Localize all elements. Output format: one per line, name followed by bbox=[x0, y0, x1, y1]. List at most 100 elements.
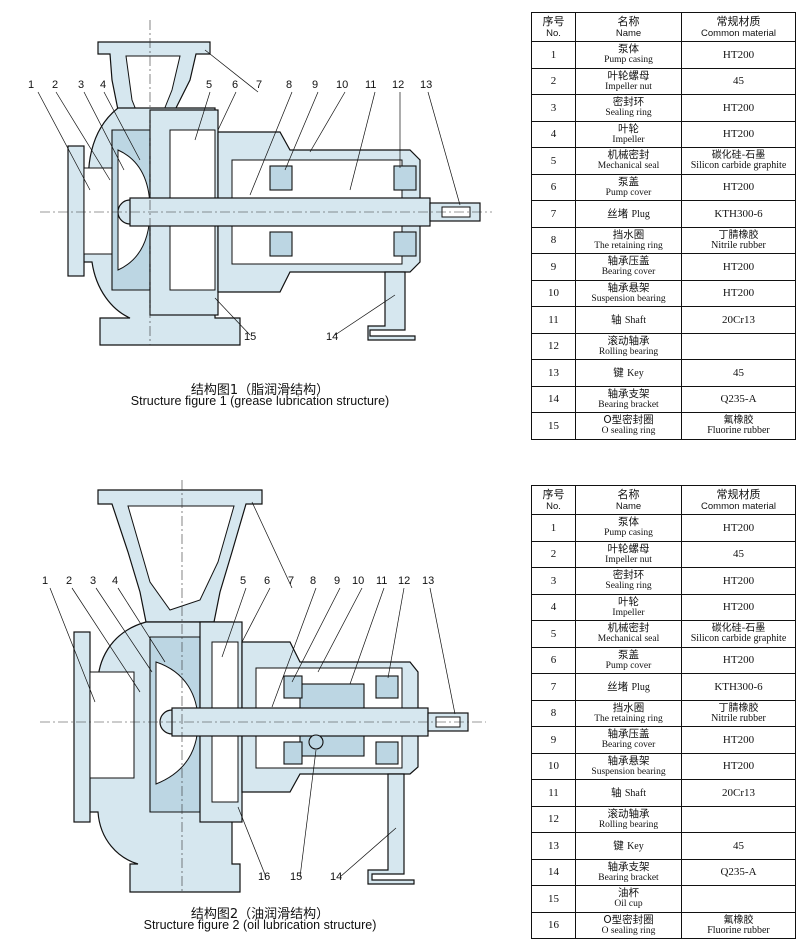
part-name-en: Mechanical seal bbox=[597, 634, 660, 645]
part-name-en: Oil cup bbox=[614, 899, 643, 910]
part-material-en: Fluorine rubber bbox=[707, 924, 770, 936]
part-material: HT200 bbox=[681, 94, 796, 122]
part-name-zh: 键 bbox=[613, 840, 624, 853]
part-name-en: The retaining ring bbox=[594, 713, 663, 724]
pump-drawing-grease: 1 2 3 4 5 6 7 8 9 10 11 12 13 14 15 bbox=[28, 20, 492, 346]
part-name-zh: 机械密封 bbox=[607, 622, 650, 635]
part-name-zh: 轴承支架 bbox=[607, 860, 650, 873]
part-material-zh: 丁腈橡胶 bbox=[718, 702, 759, 714]
callout-7: 7 bbox=[288, 575, 294, 587]
part-name-en: Plug bbox=[631, 682, 650, 694]
part-name-en: Impeller nut bbox=[605, 81, 652, 92]
header-material-en: Common material bbox=[701, 28, 776, 39]
part-number: 15 bbox=[531, 412, 576, 440]
part-name: 键 Key bbox=[575, 359, 682, 387]
part-number: 3 bbox=[531, 94, 576, 122]
part-name-en: Key bbox=[627, 841, 644, 853]
part-name-zh: 轴承压盖 bbox=[607, 728, 650, 741]
part-name-en: Rolling bearing bbox=[598, 819, 659, 830]
part-material: HT200 bbox=[681, 253, 796, 281]
callout-2: 2 bbox=[52, 79, 58, 91]
part-name-en: Impeller bbox=[612, 134, 645, 145]
callout-12: 12 bbox=[392, 79, 404, 91]
callout-14: 14 bbox=[330, 871, 342, 883]
header-material-en: Common material bbox=[701, 501, 776, 512]
part-number: 16 bbox=[531, 911, 576, 939]
part-name-en: Bearing bracket bbox=[598, 872, 659, 883]
callout-13: 13 bbox=[420, 79, 432, 91]
figure-1-caption: 结构图1（脂润滑结构） Structure figure 1 (grease l… bbox=[0, 384, 520, 407]
part-number: 1 bbox=[531, 41, 576, 69]
part-material-zh: 氟橡胶 bbox=[723, 914, 754, 926]
part-material-en: Nitrile rubber bbox=[711, 712, 766, 724]
part-name-zh: 轴承压盖 bbox=[607, 255, 650, 268]
header-no-en: No. bbox=[546, 501, 561, 512]
part-name: 丝堵 Plug bbox=[575, 673, 682, 701]
header-name-zh: 名称 bbox=[617, 15, 640, 28]
part-material: HT200 bbox=[681, 752, 796, 780]
part-material: HT200 bbox=[681, 593, 796, 621]
part-name-en: The retaining ring bbox=[594, 240, 663, 251]
part-name: 丝堵 Plug bbox=[575, 200, 682, 228]
part-number: 13 bbox=[531, 359, 576, 387]
part-name-zh: 密封环 bbox=[612, 569, 645, 582]
part-name-zh: 泵盖 bbox=[618, 175, 639, 188]
part-material: KTH300-6 bbox=[681, 200, 796, 228]
header-material-zh: 常规材质 bbox=[716, 488, 761, 501]
part-material-zh: 碳化硅-石墨 bbox=[711, 150, 766, 162]
callout-1: 1 bbox=[28, 79, 34, 91]
part-name: 轴 Shaft bbox=[575, 306, 682, 334]
part-material: 45 bbox=[681, 67, 796, 95]
part-name-en: O sealing ring bbox=[601, 925, 656, 936]
part-material: HT200 bbox=[681, 726, 796, 754]
part-number: 10 bbox=[531, 279, 576, 307]
part-material: 45 bbox=[681, 359, 796, 387]
part-material: HT200 bbox=[681, 120, 796, 148]
part-name-zh: 键 bbox=[613, 367, 624, 380]
callout-8: 8 bbox=[286, 79, 292, 91]
callout-9: 9 bbox=[312, 79, 318, 91]
part-name-en: O sealing ring bbox=[601, 426, 656, 437]
part-number: 8 bbox=[531, 699, 576, 727]
part-number: 10 bbox=[531, 752, 576, 780]
part-number: 5 bbox=[531, 147, 576, 175]
part-name-zh: 轴 bbox=[611, 787, 622, 800]
part-name-zh: 泵盖 bbox=[618, 648, 639, 661]
part-number: 4 bbox=[531, 593, 576, 621]
part-material-en: Silicon carbide graphite bbox=[690, 160, 787, 172]
part-name-en: Mechanical seal bbox=[597, 161, 660, 172]
pump-drawing-oil: 1 2 3 4 5 6 7 8 9 10 11 12 13 14 15 16 bbox=[40, 480, 486, 893]
callout-6: 6 bbox=[264, 575, 270, 587]
callout-8: 8 bbox=[310, 575, 316, 587]
part-name-zh: 轴承支架 bbox=[607, 387, 650, 400]
part-number: 3 bbox=[531, 567, 576, 595]
callout-1: 1 bbox=[42, 575, 48, 587]
part-number: 15 bbox=[531, 885, 576, 913]
part-name-en: Rolling bearing bbox=[598, 346, 659, 357]
